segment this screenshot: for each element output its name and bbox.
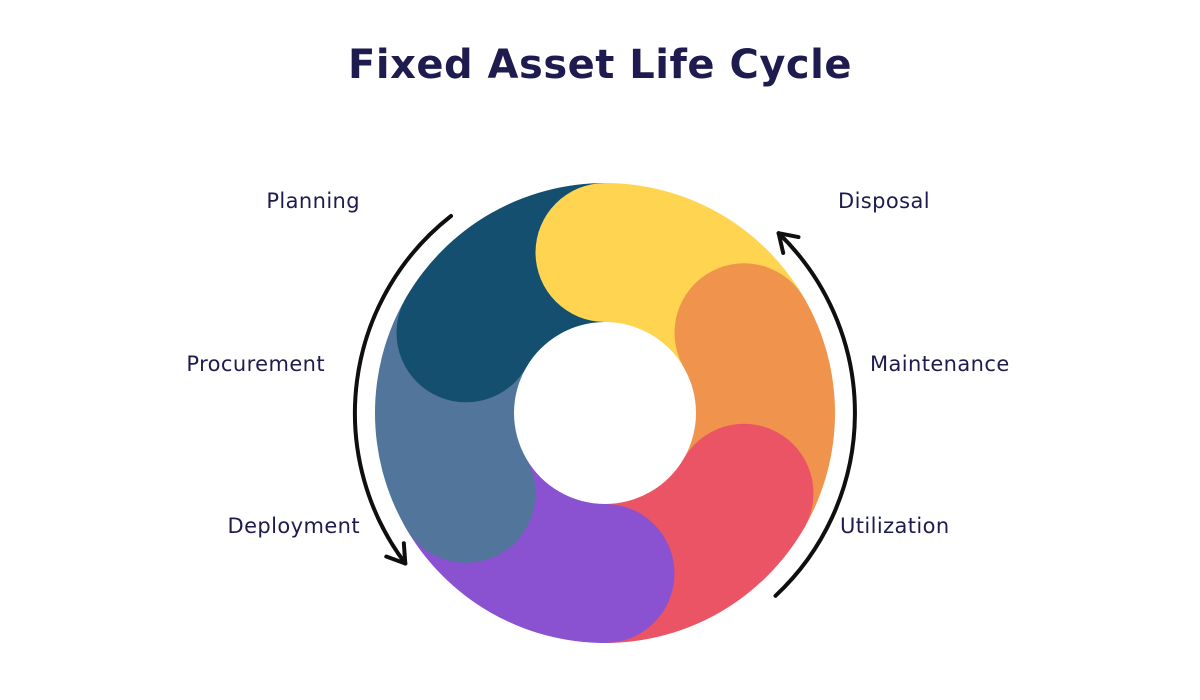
stage-label-planning: Planning: [266, 189, 360, 213]
segment-planning-cap: [396, 263, 536, 403]
stage-label-maintenance: Maintenance: [870, 352, 1010, 376]
segment-disposal-cap-top: [535, 183, 675, 322]
segment-utilization-cap: [674, 423, 814, 563]
cycle-arrow-right: [773, 231, 857, 598]
page-title: Fixed Asset Life Cycle: [348, 42, 852, 88]
stage-label-procurement: Procurement: [186, 352, 325, 376]
stage-label-deployment: Deployment: [227, 514, 360, 538]
stage-label-utilization: Utilization: [840, 514, 950, 538]
segment-deployment-cap: [535, 504, 675, 643]
segment-maintenance-cap: [674, 263, 814, 403]
segment-procurement-cap: [396, 423, 536, 563]
cycle-donut: [374, 182, 836, 643]
cycle-arrow-left: [352, 214, 453, 566]
stage-label-disposal: Disposal: [838, 189, 930, 213]
